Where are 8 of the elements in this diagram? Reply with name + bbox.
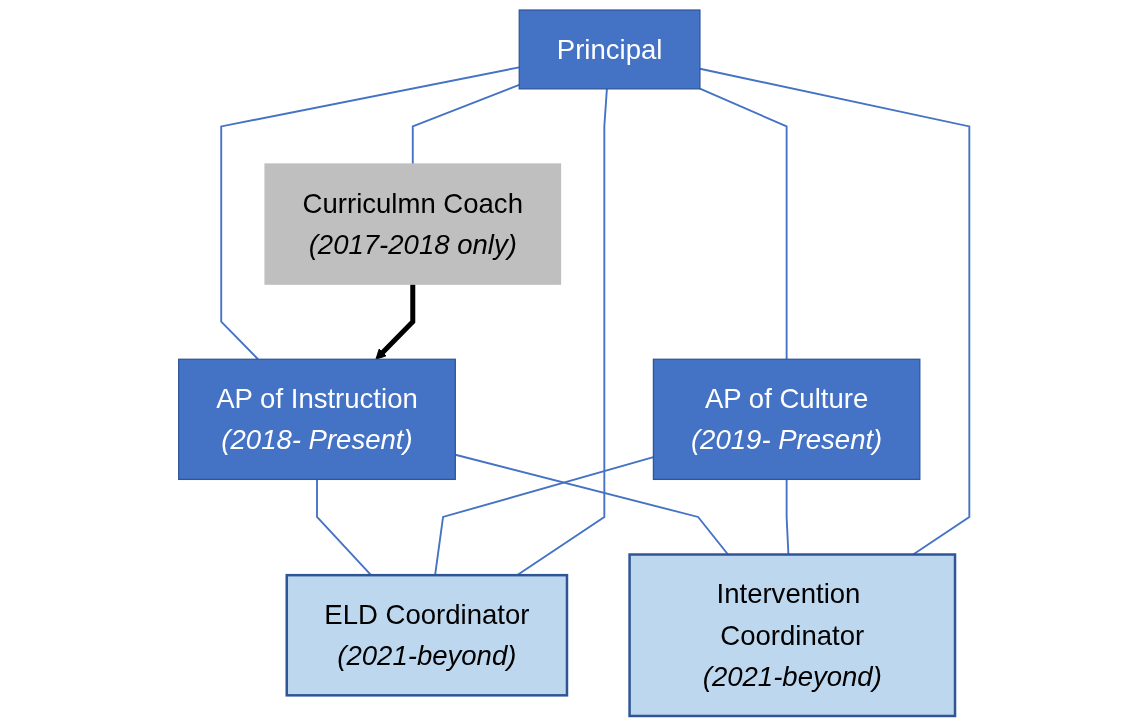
node-box: Principal: [518, 9, 701, 90]
node-box: Curriculmn Coach (2017-2018 only): [264, 163, 562, 285]
node-box: Intervention Coordinator (2021-beyond): [628, 553, 957, 718]
connector: [699, 87, 788, 361]
node-box: AP of Culture (2019- Present): [652, 358, 921, 481]
node-box: AP of Instruction (2018- Present): [178, 358, 456, 481]
node-box: ELD Coordinator (2021-beyond): [285, 573, 569, 697]
arrow: [375, 284, 416, 360]
